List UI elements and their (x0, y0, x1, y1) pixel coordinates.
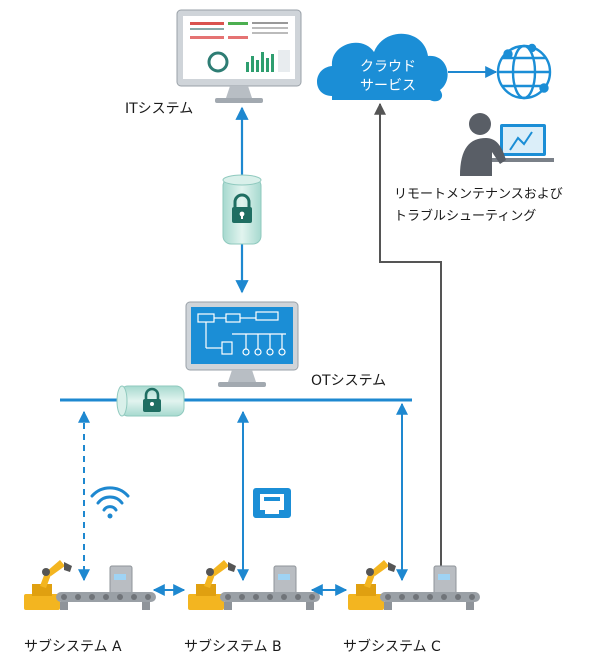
subsystem-c-cell (348, 560, 480, 610)
it-system-label: ITシステム (125, 101, 194, 117)
remote-maintenance-link (374, 102, 447, 582)
robot-arm-icon (24, 560, 72, 610)
conveyor-machine-icon (56, 565, 156, 610)
ot-system-label: OTシステム (311, 373, 387, 389)
it-monitor-icon (176, 9, 302, 103)
robot-arm-icon (188, 560, 236, 610)
subsystem-a-label: サブシステム A (24, 639, 122, 655)
cloud-label: クラウド サービス (344, 58, 432, 96)
cloud-label-line2: サービス (360, 78, 416, 94)
subsystem-b-label: サブシステム B (184, 639, 282, 655)
conveyor-machine-icon (220, 565, 320, 610)
globe-icon (496, 43, 552, 100)
remote-operator-icon (460, 113, 554, 176)
subsystem-c-label: サブシステム C (343, 639, 441, 655)
cloud-label-line1: クラウド (360, 59, 416, 75)
wifi-icon (90, 486, 130, 519)
conveyor-machine-icon (380, 565, 480, 610)
remote-maintenance-label: リモートメンテナンスおよび トラブルシューティング (394, 184, 563, 228)
remote-label-line2: トラブルシューティング (394, 209, 537, 224)
ot-monitor-icon (185, 301, 299, 387)
ethernet-port-icon (253, 488, 291, 518)
subsystem-a-cell (24, 560, 156, 610)
remote-label-line1: リモートメンテナンスおよび (394, 187, 563, 202)
lock-icon (233, 193, 251, 208)
cloud-icon (317, 33, 448, 102)
ot-secure-tunnel (116, 385, 185, 417)
it-ot-secure-tunnel (222, 174, 262, 245)
subsystem-b-cell (188, 560, 320, 610)
lock-icon (144, 387, 160, 400)
robot-arm-icon (348, 560, 396, 610)
